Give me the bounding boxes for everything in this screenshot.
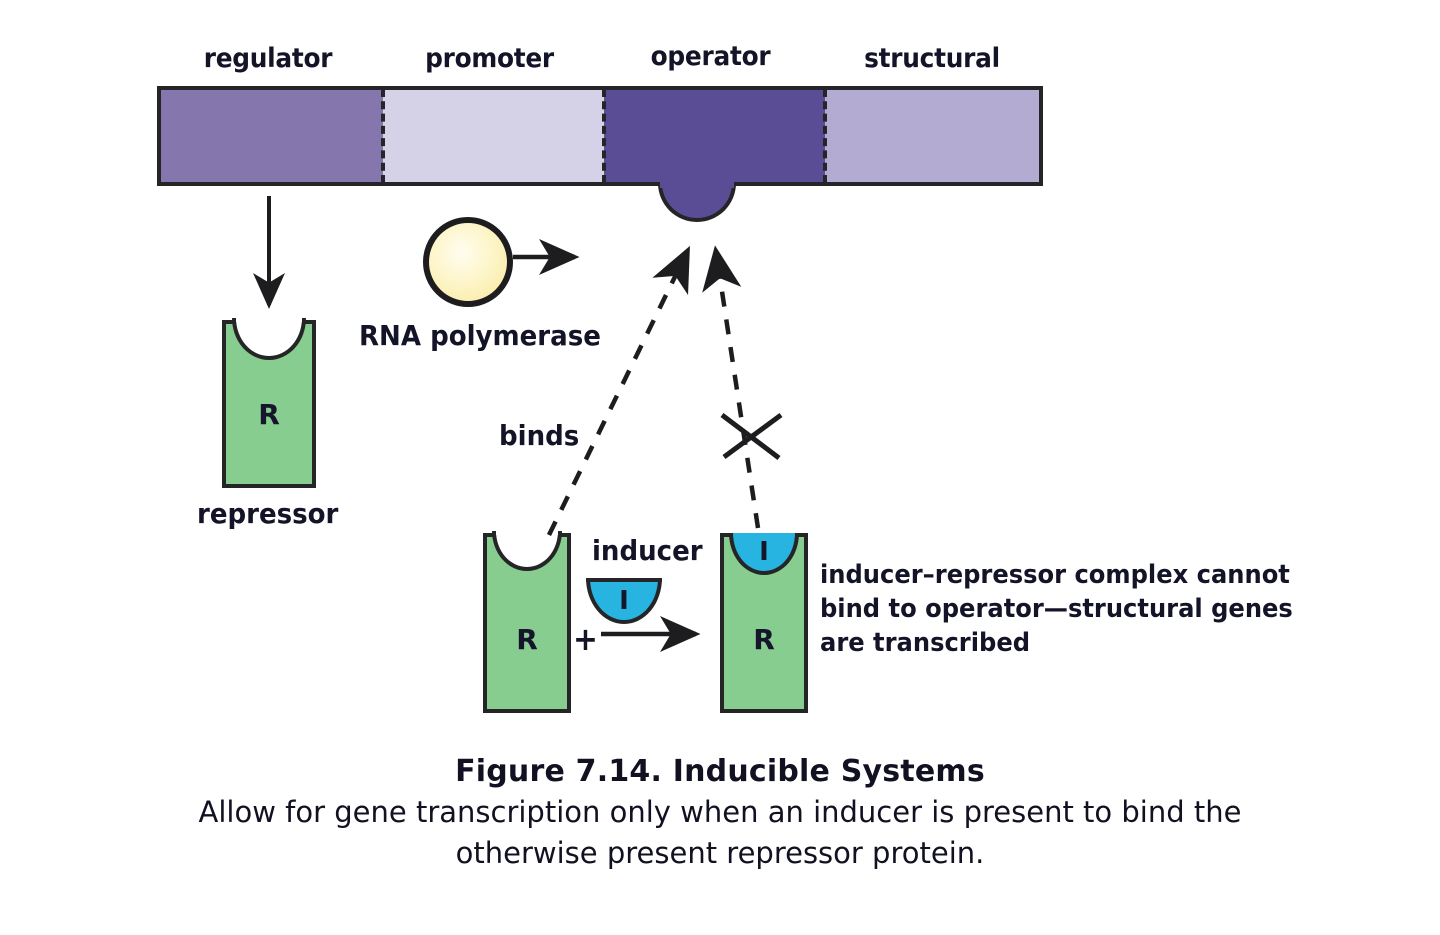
label-inducer: inducer (592, 534, 703, 567)
segment-divider-operator-structural (823, 89, 827, 183)
label-repressor: repressor (197, 497, 339, 530)
repressor-reactant-letter: R (516, 623, 538, 656)
note-complex-cannot-bind: inducer–repressor complex cannot bind to… (820, 558, 1341, 660)
complex-repressor-letter: R (753, 623, 775, 656)
repressor-notch-opening (236, 314, 302, 322)
rna-polymerase-icon (423, 217, 513, 307)
inducer-repressor-complex: I R (720, 533, 808, 713)
inducer-molecule: I (586, 578, 662, 624)
caption-line-1: Allow for gene transcription only when a… (198, 795, 1242, 829)
caption-body: Allow for gene transcription only when a… (0, 792, 1440, 874)
label-rna-polymerase: RNA polymerase (359, 319, 601, 352)
gene-segment-operator (602, 89, 825, 183)
segment-divider-regulator-promoter (381, 89, 385, 183)
operator-binding-site-bulge (658, 182, 736, 222)
repressor-protein: R (222, 314, 316, 488)
caption-line-2: otherwise present repressor protein. (455, 836, 985, 870)
label-binds: binds (499, 419, 580, 452)
repressor-protein-reactant: R (483, 527, 571, 713)
inducer-letter: I (619, 586, 629, 616)
gene-segment-promoter (381, 89, 604, 183)
complex-inducer-letter: I (759, 537, 769, 567)
reaction-plus-sign: + (573, 620, 598, 658)
note-line-1: inducer–repressor complex cannot (820, 560, 1290, 590)
arrow-complex-cannot-bind-operator (702, 245, 761, 529)
label-structural: structural (864, 43, 1000, 74)
operator-bulge-seam (660, 178, 734, 188)
arrow-repressor-binds-operator (546, 245, 690, 536)
note-line-2: bind to operator—structural genes (820, 594, 1293, 624)
gene-segment-structural (823, 89, 1039, 183)
note-line-3: are transcribed (820, 628, 1031, 658)
repressor-letter: R (258, 398, 280, 431)
caption-title: Figure 7.14. Inducible Systems (455, 754, 985, 789)
figure-caption: Figure 7.14. Inducible Systems Allow for… (0, 752, 1440, 874)
gene-segment-regulator (161, 90, 383, 182)
gene-bar (157, 86, 1043, 186)
label-regulator: regulator (203, 43, 333, 74)
label-promoter: promoter (425, 43, 554, 74)
segment-divider-promoter-operator (602, 89, 606, 183)
label-operator: operator (650, 41, 771, 72)
repressor-reactant-notch-opening (496, 527, 558, 535)
cross-out-x-mark (720, 412, 783, 460)
